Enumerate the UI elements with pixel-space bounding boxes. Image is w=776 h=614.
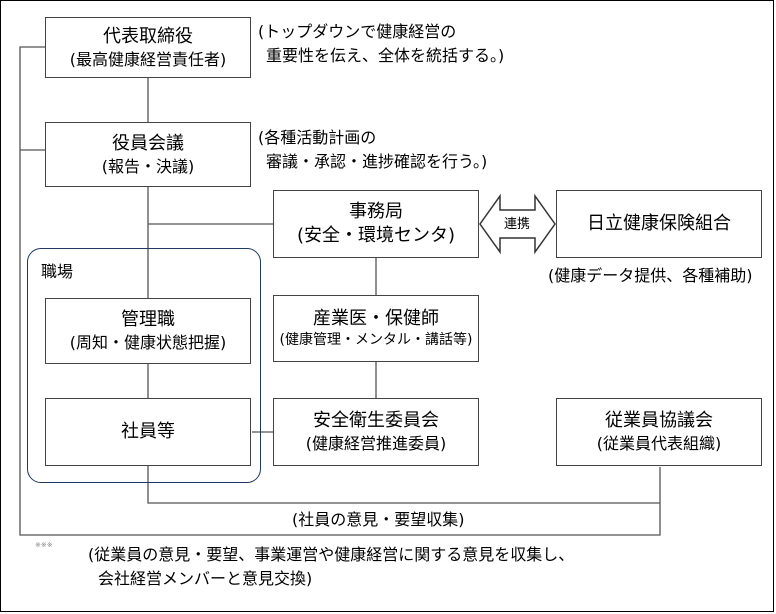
- workplace-label: 職場: [41, 262, 74, 281]
- node-staff: 社員等: [45, 398, 251, 466]
- node-safety-title: 安全衛生委員会: [313, 410, 439, 432]
- node-doctor: 産業医・保健師 (健康管理・メンタル・講話等): [273, 295, 479, 362]
- note-bottom-line1: (従業員の意見・要望、事業運営や健康経営に関する意見を収集し、: [88, 545, 575, 564]
- line-outer-loop: [19, 46, 661, 536]
- node-board-sub: (報告・決議): [101, 156, 195, 176]
- node-board-title: 役員会議: [112, 132, 184, 154]
- node-ceo: 代表取締役 (最高健康経営責任者): [45, 17, 251, 78]
- node-staff-title: 社員等: [121, 420, 175, 442]
- node-ceo-sub: (最高健康経営責任者): [69, 49, 227, 69]
- node-manager-title: 管理職: [121, 309, 175, 331]
- note-board-line2: 審議・承認・進捗確認を行う。): [266, 152, 488, 171]
- note-bottom: (従業員の意見・要望、事業運営や健康経営に関する意見を収集し、 会社経営メンバー…: [88, 543, 574, 591]
- node-doctor-sub: (健康管理・メンタル・講話等): [279, 332, 473, 349]
- node-office: 事務局 (安全・環境センタ): [273, 190, 479, 258]
- node-union-title: 日立健康保険組合: [587, 212, 731, 234]
- node-safety: 安全衛生委員会 (健康経営推進委員): [273, 398, 479, 466]
- note-board: (各種活動計画の 審議・承認・進捗確認を行う。): [258, 126, 487, 174]
- note-ceo-line1: (トップダウンで健康経営の: [258, 22, 457, 41]
- note-union: (健康データ提供、各種補助): [548, 266, 753, 285]
- node-office-sub: (安全・環境センタ): [296, 225, 456, 246]
- node-doctor-title: 産業医・保健師: [313, 307, 439, 329]
- node-employees-council: 従業員協議会 (従業員代表組織): [556, 398, 762, 466]
- node-ceo-title: 代表取締役: [103, 25, 193, 47]
- line-collect-bus: [147, 466, 660, 504]
- link-label: 連携: [503, 217, 530, 232]
- node-manager: 管理職 (周知・健康状態把握): [45, 298, 251, 364]
- note-ceo-line2: 重要性を伝え、全体を統括する。): [266, 46, 505, 65]
- note-ceo: (トップダウンで健康経営の 重要性を伝え、全体を統括する。): [258, 20, 504, 68]
- node-council-title: 従業員協議会: [605, 410, 713, 432]
- workplace-group: [27, 248, 261, 483]
- node-board: 役員会議 (報告・決議): [45, 122, 251, 187]
- double-arrow-icon: [479, 193, 556, 255]
- node-hitachi-union: 日立健康保険組合: [556, 190, 762, 258]
- node-safety-sub: (健康経営推進委員): [305, 434, 447, 454]
- node-council-sub: (従業員代表組織): [596, 434, 722, 454]
- tiny-mark: ※※※: [35, 541, 53, 549]
- note-collect: (社員の意見・要望収集): [292, 510, 465, 529]
- node-manager-sub: (周知・健康状態把握): [69, 333, 227, 353]
- note-bottom-line2: 会社経営メンバーと意見交換): [98, 569, 313, 588]
- note-board-line1: (各種活動計画の: [258, 128, 377, 147]
- node-office-title: 事務局: [349, 200, 403, 222]
